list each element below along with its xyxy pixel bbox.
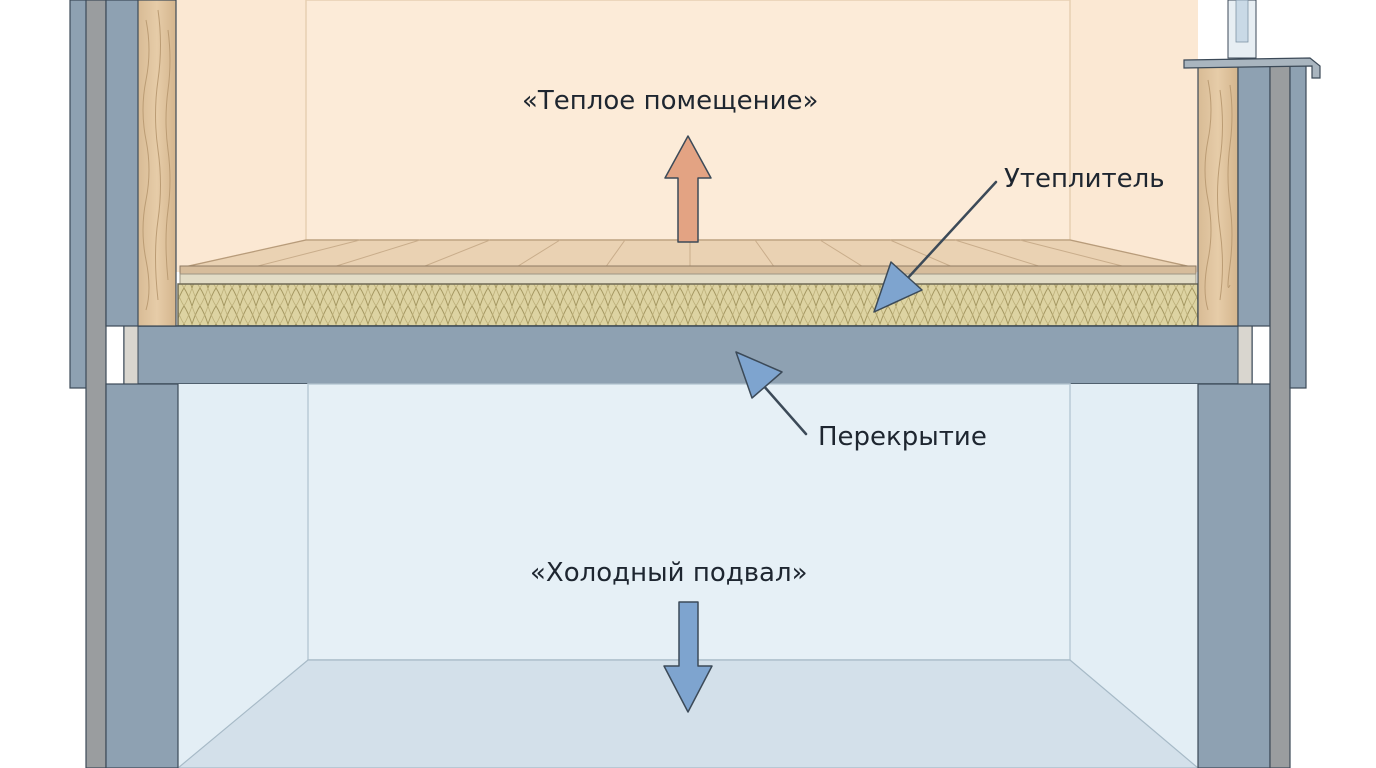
warm-up-arrow [664,135,712,243]
floor-boards [179,239,1197,285]
insulation-layer [177,283,1199,327]
right-wall [1183,0,1321,768]
cold-down-arrow [663,601,713,713]
floor-slab [123,325,1253,385]
insulation-label: Утеплитель [1004,164,1165,194]
basement-floor [177,659,1199,768]
warm-room [176,0,1198,272]
slab-label: Перекрытие [818,422,987,452]
slab-pointer-arrow [735,351,808,436]
insulation-pointer-arrow [873,180,998,313]
cold-basement [177,383,1199,768]
warm-room-label: «Теплое помещение» [522,86,819,116]
cold-basement-label: «Холодный подвал» [530,558,808,588]
left-wall [69,0,179,768]
window-sill [1183,57,1321,79]
